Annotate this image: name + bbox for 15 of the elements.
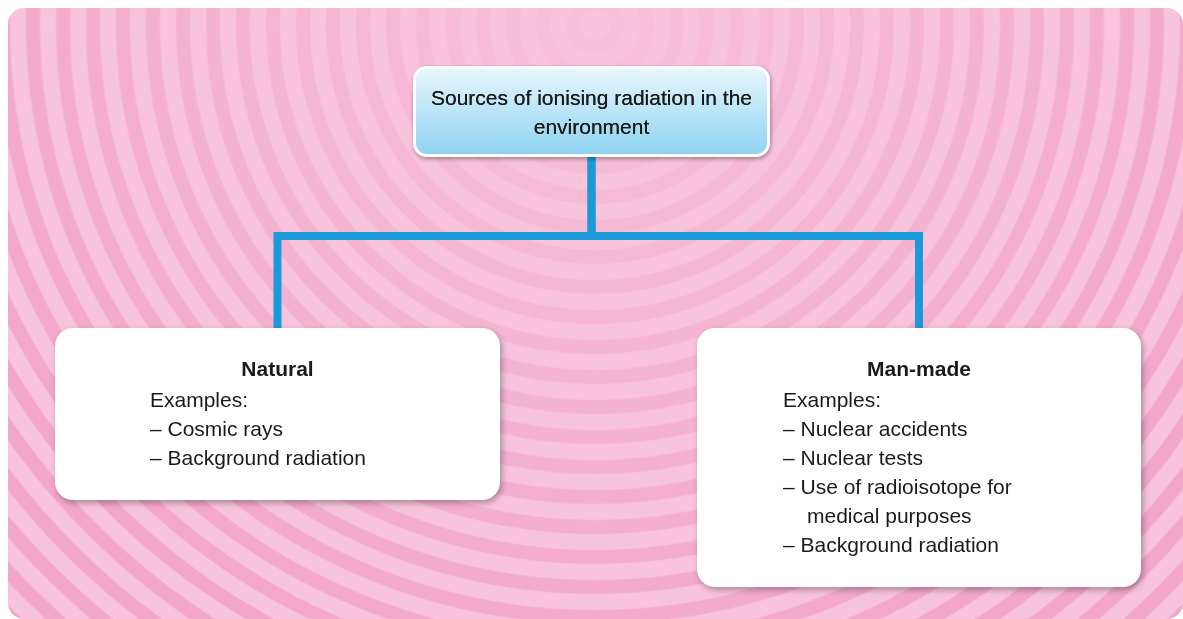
example-item: – Nuclear accidents	[783, 416, 969, 442]
example-item: – Background radiation	[150, 445, 367, 471]
example-item: – Background radiation	[783, 532, 1000, 558]
examples-label: Examples:	[150, 387, 250, 413]
connector-line	[587, 157, 923, 328]
examples-label: Examples:	[783, 387, 883, 413]
heading-text: Sources of ionising radiation in the environment	[430, 84, 753, 140]
example-item: – Cosmic rays	[150, 416, 285, 442]
category-card	[55, 328, 500, 500]
title-box	[413, 66, 770, 157]
category-heading: Natural	[240, 356, 315, 382]
category-card	[697, 328, 1141, 587]
example-item: – Nuclear tests	[783, 445, 925, 471]
example-item: – Use of radioisotope for medical purposes	[783, 474, 1013, 529]
category-heading: Man-made	[866, 356, 972, 382]
